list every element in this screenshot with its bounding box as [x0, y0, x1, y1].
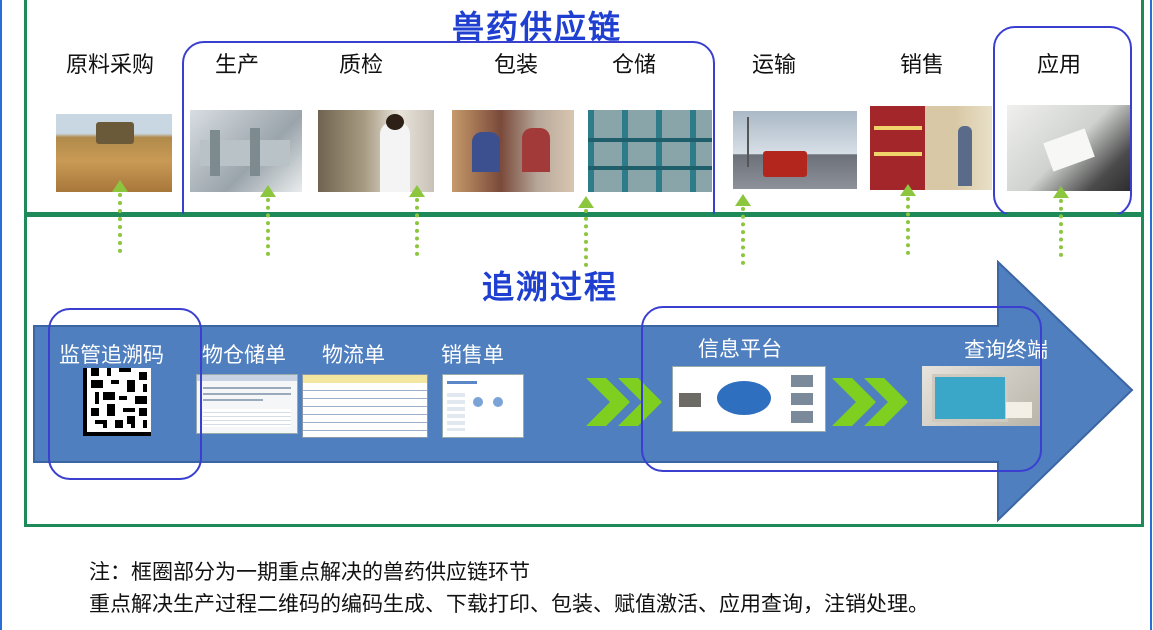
production-line-photo	[190, 110, 302, 192]
wheat-field-photo	[56, 114, 172, 192]
phase1-ring-platform-terminal	[641, 306, 1042, 472]
logistics-doc-label: 物流单	[322, 343, 385, 367]
phase1-ring-trace-code	[48, 308, 202, 480]
note-line-2: 重点解决生产过程二维码的编码生成、下载打印、包装、赋值激活、应用查询，注销处理。	[89, 592, 929, 616]
stage-storage: 仓储	[612, 53, 657, 78]
stage-sales: 销售	[900, 53, 945, 78]
right-frame-line	[1150, 0, 1152, 630]
info-platform-label: 信息平台	[698, 337, 782, 361]
left-frame-line	[0, 0, 2, 630]
stage-production: 生产	[215, 53, 260, 78]
stage-raw-material: 原料采购	[66, 53, 155, 78]
logistics-table-thumbnail	[302, 374, 428, 438]
stage-application: 应用	[1037, 53, 1082, 78]
storage-doc-label: 物仓储单	[202, 343, 286, 367]
info-platform-diagram	[672, 366, 826, 432]
query-terminal-photo	[922, 366, 1042, 426]
trace-process-title: 追溯过程	[482, 268, 619, 306]
trace-code-label: 监管追溯码	[59, 343, 164, 367]
supply-chain-title: 兽药供应链	[452, 8, 623, 46]
storage-form-thumbnail	[196, 374, 298, 434]
truck-bridge-photo	[733, 111, 857, 189]
sales-doc-label: 销售单	[441, 343, 504, 367]
stage-packaging: 包装	[494, 53, 539, 78]
warehouse-photo	[588, 110, 712, 192]
packaging-photo	[452, 110, 574, 192]
store-shelf-photo	[870, 106, 992, 190]
stage-transport: 运输	[752, 53, 797, 78]
chevron-arrows-left	[586, 378, 662, 426]
lab-inspection-photo	[318, 110, 434, 192]
note-line-1: 注：框圈部分为一期重点解决的兽药供应链环节	[89, 560, 530, 584]
application-photo	[1007, 105, 1130, 191]
stage-inspection: 质检	[339, 53, 384, 78]
chevron-arrows-right	[832, 378, 908, 426]
qr-code-icon	[83, 368, 151, 436]
sales-doc-thumbnail	[442, 374, 524, 438]
query-terminal-label: 查询终端	[964, 338, 1048, 362]
